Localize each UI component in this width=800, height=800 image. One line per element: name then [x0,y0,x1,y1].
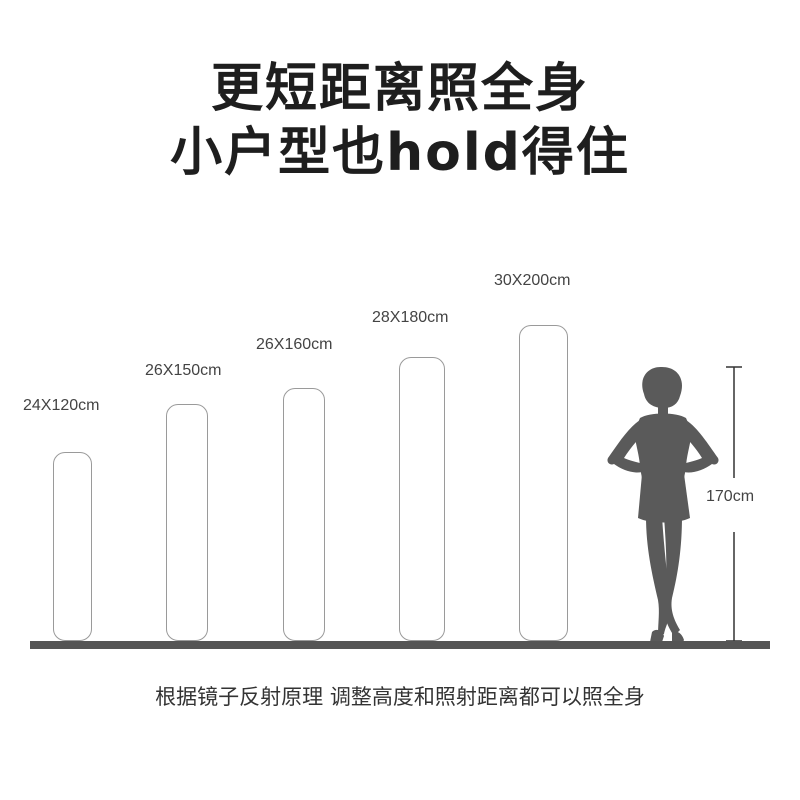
mirror-label-26x150: 26X150cm [145,362,222,379]
mirror-26x160 [283,388,325,641]
floor-line [30,641,770,649]
person-height-label: 170cm [706,488,755,505]
mirror-label-26x160: 26X160cm [256,336,333,353]
woman-silhouette-icon [607,366,719,644]
mirror-label-30x200: 30X200cm [494,272,571,289]
mirror-30x200 [519,325,568,641]
mirror-28x180 [399,357,445,641]
headline-line-1: 更短距离照全身 [210,59,589,119]
mirror-26x150 [166,404,208,641]
caption-text: 根据镜子反射原理 调整高度和照射距离都可以照全身 [155,685,645,709]
mirror-24x120 [53,452,92,641]
mirror-label-24x120: 24X120cm [23,397,100,414]
mirror-label-28x180: 28X180cm [372,309,449,326]
headline-line-2: 小户型也hold得住 [170,123,630,183]
